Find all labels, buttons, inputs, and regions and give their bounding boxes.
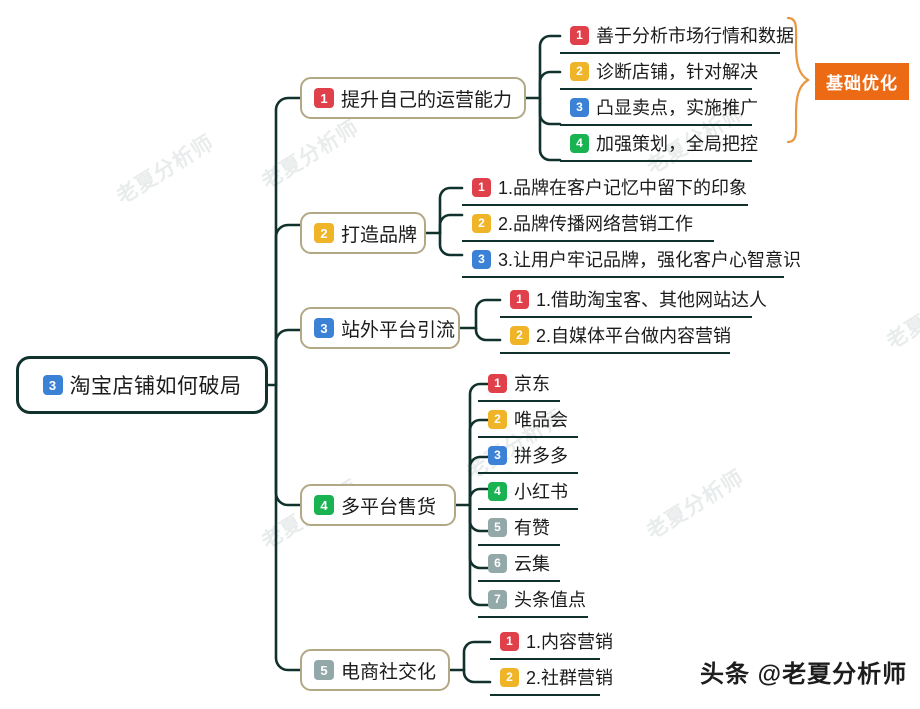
leaf-item[interactable]: 7 头条值点 [478,582,588,618]
leaf-item[interactable]: 6 云集 [478,546,560,582]
leaf-badge: 1 [570,25,589,45]
footer-credit: 头条 @老夏分析师 [700,661,908,688]
branch-label: 站外平台引流 [341,319,456,341]
branch-label: 提升自己的运营能力 [341,89,513,111]
leaf-badge: 1 [500,631,519,651]
leaf-badge: 6 [488,553,507,573]
leaf-badge: 4 [570,133,589,153]
leaf-label: 拼多多 [514,446,568,466]
leaf-label: 头条值点 [514,590,586,610]
leaf-label: 2.社群营销 [526,668,614,688]
group-label: 基础优化 [815,63,909,100]
branch-node-5[interactable]: 5 电商社交化 [300,649,450,691]
leaf-label: 云集 [514,554,550,574]
leaf-badge: 2 [488,409,507,429]
leaf-label: 凸显卖点，实施推广 [596,98,758,118]
leaf-label: 1.内容营销 [526,632,614,652]
root-badge: 3 [42,375,63,395]
leaf-item[interactable]: 4 加强策划，全局把控 [560,126,758,162]
leaf-item[interactable]: 1 京东 [478,366,560,402]
leaf-badge: 3 [570,97,589,117]
branch-label: 多平台售货 [341,496,437,518]
leaf-badge: 3 [488,445,507,465]
leaf-item[interactable]: 3 凸显卖点，实施推广 [560,90,758,126]
leaf-label: 加强策划，全局把控 [596,134,758,154]
leaf-item[interactable]: 2 2.社群营销 [490,660,613,696]
leaf-badge: 7 [488,589,507,609]
watermark: 老夏分析师 [882,275,920,354]
leaf-item[interactable]: 3 拼多多 [478,438,578,474]
branch-badge: 2 [314,223,334,243]
branch-label: 打造品牌 [341,224,418,246]
watermark: 老夏分析师 [257,115,364,194]
branch-node-4[interactable]: 4 多平台售货 [300,484,456,526]
leaf-label: 京东 [514,374,550,394]
leaf-item[interactable]: 1 善于分析市场行情和数据 [560,18,794,54]
leaf-badge: 1 [510,289,529,309]
branch-badge: 1 [314,88,334,108]
branch-node-3[interactable]: 3 站外平台引流 [300,307,460,349]
leaf-badge: 4 [488,481,507,501]
root-label: 淘宝店铺如何破局 [69,375,242,398]
leaf-item[interactable]: 1 1.内容营销 [490,624,613,660]
watermark: 老夏分析师 [112,130,219,209]
leaf-label: 唯品会 [514,410,568,430]
leaf-item[interactable]: 2 唯品会 [478,402,578,438]
leaf-label: 诊断店铺，针对解决 [596,62,758,82]
leaf-item[interactable]: 2 2.品牌传播网络营销工作 [462,206,714,242]
leaf-item[interactable]: 3 3.让用户牢记品牌，强化客户心智意识 [462,242,801,278]
leaf-item[interactable]: 1 1.借助淘宝客、其他网站达人 [500,282,767,318]
leaf-badge: 1 [488,373,507,393]
branch-node-2[interactable]: 2 打造品牌 [300,212,426,254]
branch-label: 电商社交化 [341,661,437,683]
leaf-label: 1.借助淘宝客、其他网站达人 [536,290,768,310]
branch-badge: 4 [314,495,334,515]
leaf-badge: 1 [472,177,491,197]
leaf-badge: 2 [570,61,589,81]
leaf-label: 1.品牌在客户记忆中留下的印象 [498,178,748,198]
branch-badge: 3 [314,318,334,338]
leaf-item[interactable]: 4 小红书 [478,474,578,510]
leaf-label: 有赞 [514,518,550,538]
watermark: 老夏分析师 [642,465,749,544]
leaf-label: 2.自媒体平台做内容营销 [536,326,732,346]
leaf-badge: 3 [472,249,491,269]
branch-badge: 5 [314,660,334,680]
leaf-badge: 2 [510,325,529,345]
leaf-label: 小红书 [514,482,568,502]
root-node[interactable]: 3 淘宝店铺如何破局 [16,356,268,414]
leaf-label: 3.让用户牢记品牌，强化客户心智意识 [498,250,802,270]
leaf-item[interactable]: 5 有赞 [478,510,560,546]
leaf-item[interactable]: 1 1.品牌在客户记忆中留下的印象 [462,170,748,206]
leaf-badge: 2 [500,667,519,687]
leaf-label: 善于分析市场行情和数据 [596,26,794,46]
branch-node-1[interactable]: 1 提升自己的运营能力 [300,77,526,119]
leaf-badge: 5 [488,517,507,537]
leaf-item[interactable]: 2 2.自媒体平台做内容营销 [500,318,732,354]
leaf-badge: 2 [472,213,491,233]
leaf-item[interactable]: 2 诊断店铺，针对解决 [560,54,758,90]
leaf-label: 2.品牌传播网络营销工作 [498,214,694,234]
